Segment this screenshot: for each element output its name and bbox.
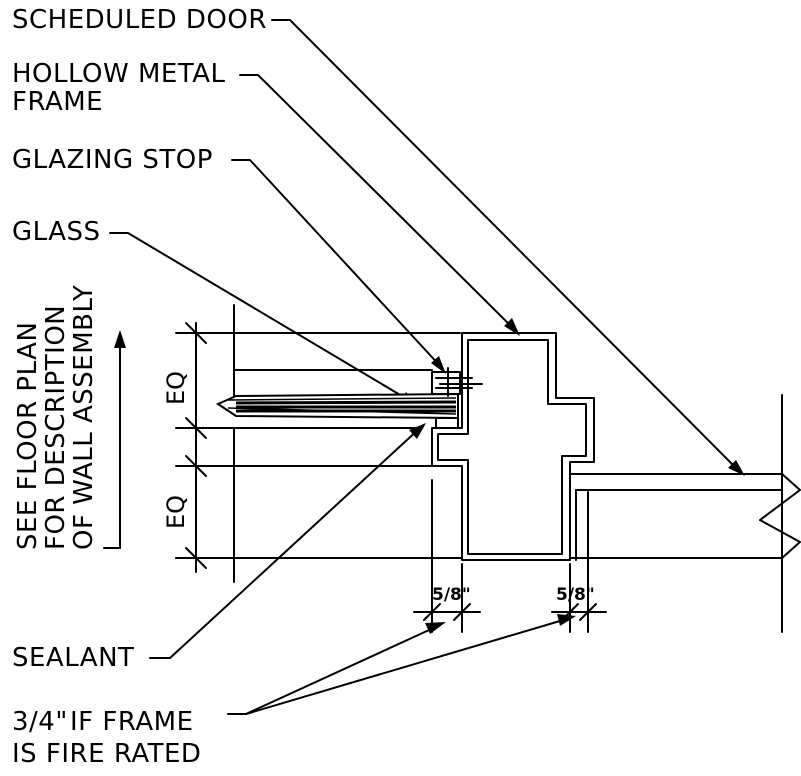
label-glass: GLASS: [12, 217, 101, 247]
dimension-eq-top: EQ: [162, 371, 190, 405]
wall-section: [569, 394, 801, 633]
wall-note-arrow: [103, 330, 126, 549]
wall-note-line1: SEE FLOOR PLAN: [13, 322, 43, 550]
dimension-gaps: 5/8" 5/8": [413, 479, 607, 633]
wall-note-line3: OF WALL ASSEMBLY: [69, 285, 99, 550]
wall-note-line2: FOR DESCRIPTION: [41, 305, 71, 550]
leader-sealant: [149, 427, 421, 659]
label-sealant: SEALANT: [12, 643, 134, 673]
dimension-eq: EQ EQ: [162, 322, 235, 573]
label-glazing-stop: GLAZING STOP: [12, 145, 213, 175]
dimension-gap-right: 5/8": [556, 585, 595, 605]
label-hollow-metal-frame-line1: HOLLOW METAL: [12, 59, 226, 89]
leader-fire-rated-right: [245, 617, 571, 715]
dimension-gap-left: 5/8": [432, 585, 471, 605]
label-hollow-metal-frame-line2: FRAME: [12, 87, 103, 117]
leader-fire-rated-left: [227, 624, 441, 715]
dimension-eq-bottom: EQ: [162, 495, 190, 529]
leader-hollow-metal-frame: [239, 74, 516, 331]
leader-glazing-stop: [231, 159, 443, 369]
leader-glass: [109, 232, 413, 403]
label-scheduled-door: SCHEDULED DOOR: [12, 5, 267, 35]
label-fire-rated-fraction: 3/4": [12, 707, 68, 737]
glazed-door-section: [175, 304, 483, 583]
wall-assembly-note: SEE FLOOR PLAN FOR DESCRIPTION OF WALL A…: [13, 285, 99, 550]
label-fire-rated-line2: IS FIRE RATED: [12, 739, 201, 769]
leader-scheduled-door: [271, 19, 739, 471]
leader-lines: [109, 19, 745, 715]
label-fire-rated-line1: IF FRAME: [70, 707, 194, 737]
